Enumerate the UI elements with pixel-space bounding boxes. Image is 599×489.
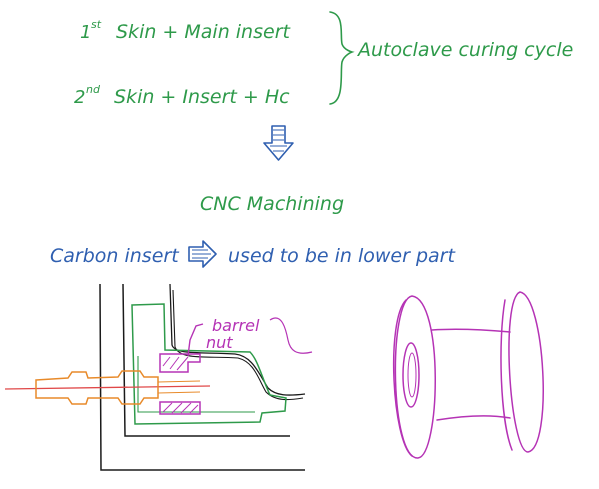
down-arrow-icon xyxy=(263,125,294,161)
part-outline xyxy=(131,303,287,425)
note-line-1-number: 1 xyxy=(80,22,91,43)
note-line-1: Skin + Main insert xyxy=(116,21,292,43)
barrel-nut-top xyxy=(159,353,201,373)
curly-brace xyxy=(329,11,355,105)
left-flange xyxy=(394,295,436,459)
notes-group: 1 st Skin + Main insert 2 nd Skin + Inse… xyxy=(74,18,573,215)
shaft-top xyxy=(431,328,511,333)
part-inner-line xyxy=(137,356,255,413)
right-flange-edge xyxy=(500,299,513,451)
right-arrow-icon xyxy=(188,240,217,268)
note-line-1-sup: st xyxy=(91,18,102,31)
carbon-insert-note: Carbon insert used to be in lower part xyxy=(50,245,456,267)
note-line-2: Skin + Insert + Hc xyxy=(114,86,290,108)
bolt-thread xyxy=(157,380,201,394)
process-label: Autoclave curing cycle xyxy=(356,39,573,61)
frame-top-edge xyxy=(169,283,306,396)
frame-outer xyxy=(99,283,305,471)
barrel-nut-3d-sketch xyxy=(392,291,544,459)
bolt-outline xyxy=(35,370,159,405)
left-bore-inner xyxy=(407,352,417,398)
frame-top-edge-2 xyxy=(172,289,304,401)
carbon-insert-suffix: used to be in lower part xyxy=(228,245,456,267)
center-line xyxy=(4,385,211,390)
frame-inner xyxy=(122,283,290,437)
barrel-nut-label: barrel xyxy=(212,316,260,335)
shaft-bottom xyxy=(436,415,511,421)
cross-section-diagram: barrel nut xyxy=(4,283,313,471)
carbon-insert-label: Carbon insert xyxy=(50,245,180,267)
barrel-nut-label-2: nut xyxy=(206,333,233,352)
barrel-nut-squiggle xyxy=(269,317,313,354)
machining-label: CNC Machining xyxy=(200,193,344,215)
left-flange-rim xyxy=(392,299,413,457)
right-flange xyxy=(508,291,544,453)
barrel-nut-hatch xyxy=(162,356,199,414)
barrel-nut-bottom xyxy=(159,401,201,415)
note-line-2-sup: nd xyxy=(86,83,101,96)
left-bore xyxy=(402,342,420,408)
note-line-2-number: 2 xyxy=(74,87,85,108)
barrel-nut-leader xyxy=(187,323,204,357)
